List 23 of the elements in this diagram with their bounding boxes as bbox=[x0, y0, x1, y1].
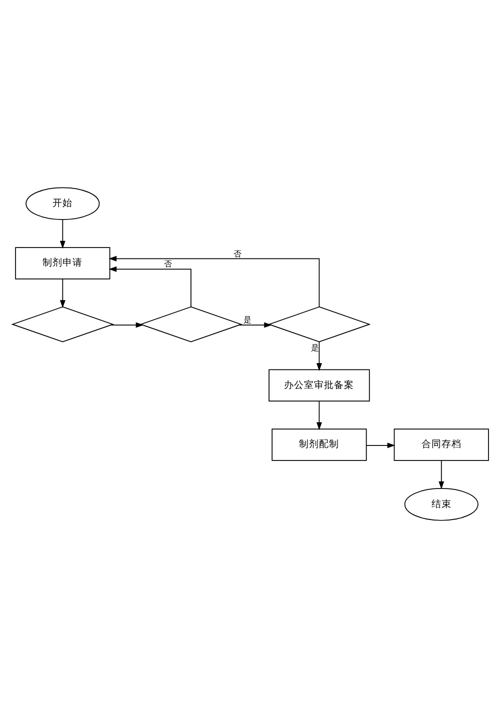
node-box: 合同存档 bbox=[393, 428, 488, 460]
arrow bbox=[59, 218, 65, 248]
edge-label: 是 bbox=[310, 342, 318, 352]
arrow bbox=[238, 322, 272, 328]
node-ellipse: 结束 bbox=[404, 488, 478, 520]
edge-label: 是 bbox=[243, 315, 252, 324]
arrow bbox=[316, 341, 322, 370]
arrow bbox=[438, 460, 444, 489]
node-ellipse: 开始 bbox=[25, 186, 100, 220]
node-diamond bbox=[10, 306, 114, 342]
node-box: 办公室审批备案 bbox=[268, 368, 370, 402]
arrow bbox=[108, 266, 191, 307]
arrow bbox=[59, 278, 65, 308]
edge-label: 否 bbox=[232, 248, 241, 258]
node-diamond bbox=[267, 306, 370, 342]
node-box: 制剂申请 bbox=[14, 246, 110, 279]
arrow bbox=[110, 322, 144, 328]
node-box: 制剂配制 bbox=[271, 428, 366, 460]
node-diamond bbox=[138, 306, 242, 342]
arrow bbox=[366, 442, 395, 448]
arrow bbox=[108, 255, 320, 307]
arrow bbox=[316, 400, 322, 430]
edge-label: 否 bbox=[164, 259, 172, 268]
